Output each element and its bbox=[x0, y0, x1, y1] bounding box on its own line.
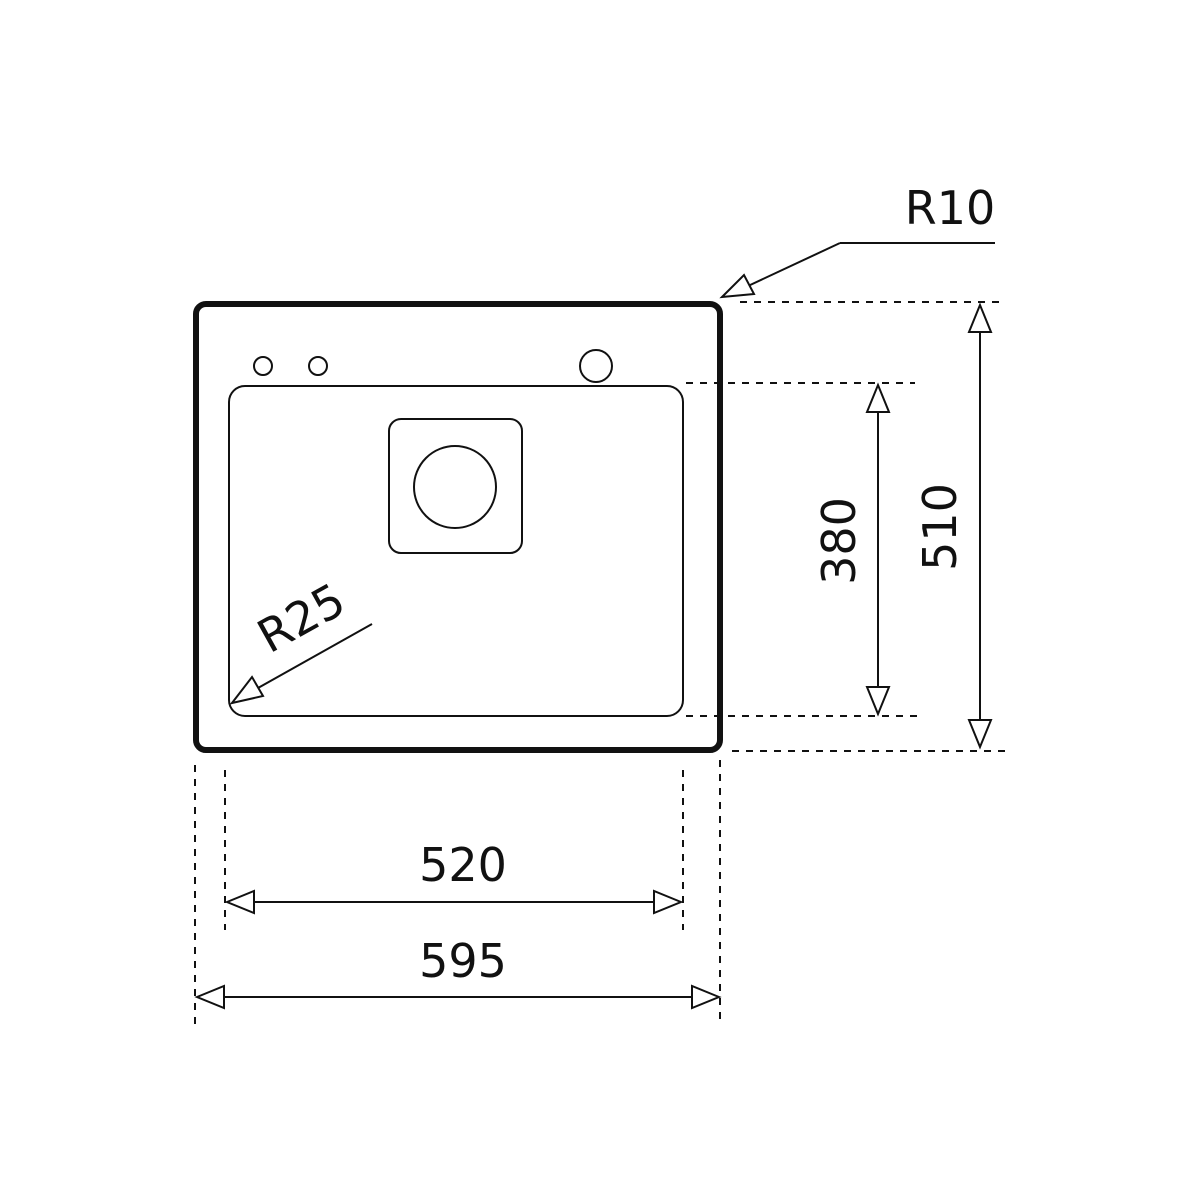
r25-label: R25 bbox=[249, 572, 354, 663]
tap-hole-small-right bbox=[308, 356, 328, 376]
dim-520-line bbox=[224, 889, 684, 915]
dim-380-line bbox=[865, 382, 891, 717]
sink-bowl-outline bbox=[228, 385, 684, 717]
sink-outer-outline bbox=[193, 301, 723, 753]
dim-380-label: 380 bbox=[812, 497, 866, 585]
tap-hole-large bbox=[579, 349, 613, 383]
dim-520-label: 520 bbox=[419, 838, 507, 892]
r25-leader bbox=[229, 623, 373, 705]
r10-leader bbox=[719, 242, 995, 299]
dim-595-line bbox=[194, 984, 722, 1010]
r10-label: R10 bbox=[905, 181, 996, 235]
dim-595-label: 595 bbox=[419, 934, 507, 988]
vertical-extension-lines bbox=[194, 760, 721, 1025]
dim-510-label: 510 bbox=[913, 483, 967, 571]
drain-square bbox=[388, 418, 523, 554]
drain-circle bbox=[413, 445, 497, 529]
tap-hole-small-left bbox=[253, 356, 273, 376]
horizontal-extension-lines bbox=[686, 301, 1005, 752]
dim-510-line bbox=[967, 302, 993, 750]
